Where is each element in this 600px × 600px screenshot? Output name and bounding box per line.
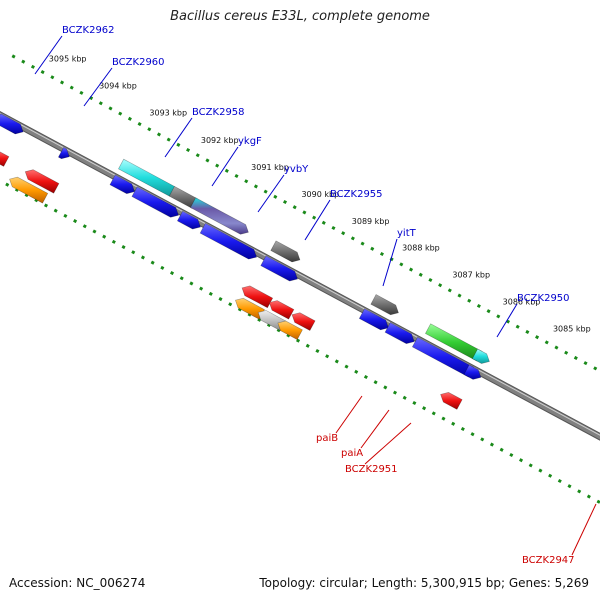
- forward-gene-label: BCZK2950: [517, 293, 570, 304]
- forward-leader-line: [34, 35, 63, 75]
- forward-gene-label: yvbY: [284, 164, 309, 175]
- gene-features: [0, 113, 490, 410]
- forward-gene-label: BCZK2962: [62, 25, 115, 36]
- scale-tick-label: 3090 kbp: [301, 190, 339, 199]
- gene-feature-blue: [358, 308, 389, 331]
- gene-feature-blue: [463, 364, 482, 380]
- gene-feature-cyan: [472, 348, 490, 364]
- scale-tick-label: 3087 kbp: [452, 271, 490, 280]
- forward-gene-label: BCZK2955: [330, 189, 383, 200]
- gene-feature-red: [291, 312, 316, 331]
- scale-tick-label: 3091 kbp: [251, 163, 289, 172]
- reverse-leader-line: [360, 409, 390, 449]
- gene-feature-blue: [177, 210, 201, 230]
- scale-tick-label: 3092 kbp: [201, 136, 239, 145]
- gene-feature-red: [440, 392, 463, 410]
- topology-text: Topology: circular; Length: 5,300,915 bp…: [259, 576, 589, 590]
- reverse-leader-line: [571, 503, 597, 556]
- scale-tick-label: 3088 kbp: [402, 244, 440, 253]
- scale-tick-label: 3094 kbp: [99, 81, 137, 90]
- backbone-highlight: [0, 112, 600, 436]
- gene-feature-orange: [277, 320, 303, 341]
- forward-gene-label: BCZK2960: [112, 57, 165, 68]
- gene-feature-blue: [109, 174, 135, 194]
- backbone-line: [0, 112, 600, 440]
- gene-feature-blue: [384, 322, 415, 344]
- map-title: Bacillus cereus E33L, complete genome: [170, 9, 430, 24]
- gene-feature-blue: [199, 222, 257, 260]
- gene-feature-purple: [190, 197, 249, 235]
- reverse-leader-line: [335, 395, 363, 434]
- lower-scale-line: [0, 179, 600, 505]
- forward-gene-label: ykgF: [238, 136, 262, 147]
- forward-leader-line: [211, 146, 239, 187]
- forward-leader-line: [83, 67, 113, 107]
- scale-tick-label: 3093 kbp: [149, 108, 187, 117]
- accession-text: Accession: NC_006274: [9, 576, 146, 590]
- gene-feature-blue: [131, 186, 179, 218]
- reverse-gene-label: paiA: [341, 448, 363, 459]
- gene-feature-gray: [270, 240, 301, 263]
- genome-backbone: [0, 111, 600, 441]
- reverse-gene-label: BCZK2947: [522, 555, 575, 566]
- scale-tick-label: 3085 kbp: [553, 325, 591, 334]
- gene-feature-orange: [9, 176, 49, 204]
- backbone-shadow: [0, 111, 600, 441]
- reverse-gene-label: BCZK2951: [345, 464, 398, 475]
- forward-leader-line: [257, 174, 285, 213]
- forward-leader-line: [382, 238, 398, 287]
- forward-leader-line: [304, 199, 331, 241]
- gene-feature-blue: [0, 113, 24, 135]
- forward-gene-label: yitT: [397, 228, 417, 239]
- scale-ticks: 3095 kbp 3094 kbp 3093 kbp 3092 kbp 3091 kbp…: [0, 54, 600, 505]
- gene-feature-red: [24, 169, 60, 194]
- forward-leader-line: [496, 303, 518, 338]
- gene-feature-red: [268, 300, 295, 320]
- gene-feature-blue: [58, 147, 70, 160]
- scale-tick-label: 3089 kbp: [352, 217, 390, 226]
- reverse-leader-line: [364, 422, 412, 465]
- reverse-gene-label: paiB: [316, 433, 338, 444]
- scale-tick-label: 3086 kbp: [503, 298, 541, 307]
- forward-leader-line: [164, 117, 193, 158]
- scale-tick-label: 3095 kbp: [49, 54, 87, 63]
- gene-feature-red: [0, 151, 10, 167]
- forward-gene-label: BCZK2958: [192, 107, 245, 118]
- gene-feature-blue: [260, 255, 298, 282]
- gene-feature-gray: [370, 294, 399, 316]
- upper-scale-line: [11, 54, 600, 373]
